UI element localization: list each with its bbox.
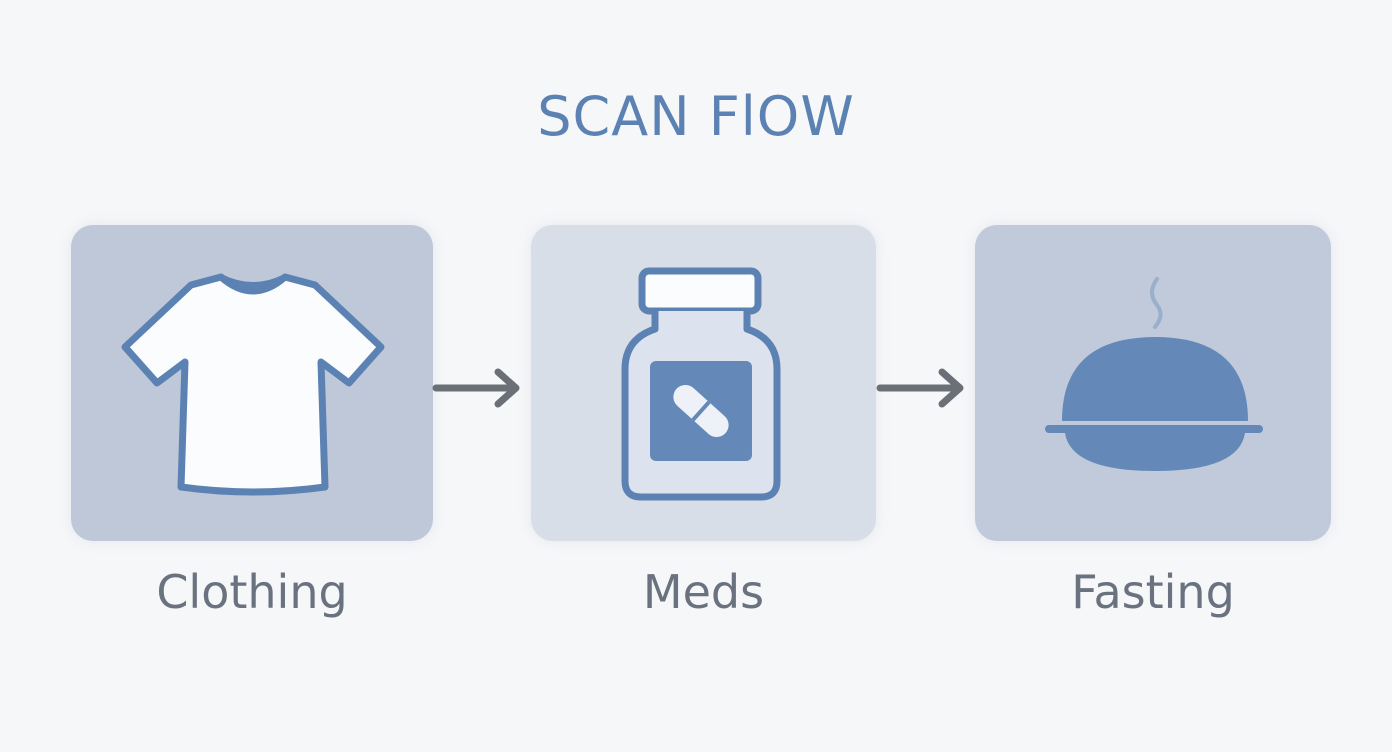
step-label-meds: Meds <box>642 565 765 619</box>
step-label-clothing: Clothing <box>156 565 348 619</box>
step-card-meds <box>531 225 876 541</box>
covered-dish-icon <box>1045 277 1263 471</box>
arrow-right-icon <box>876 368 964 408</box>
t-shirt-icon <box>121 273 385 496</box>
step-card-clothing <box>71 225 433 541</box>
arrow-right-icon <box>432 368 520 408</box>
step-card-fasting <box>975 225 1331 541</box>
diagram-title: SCAN FlOW <box>537 85 855 148</box>
step-label-fasting: Fasting <box>1071 565 1235 619</box>
pill-bottle-icon <box>621 267 781 501</box>
